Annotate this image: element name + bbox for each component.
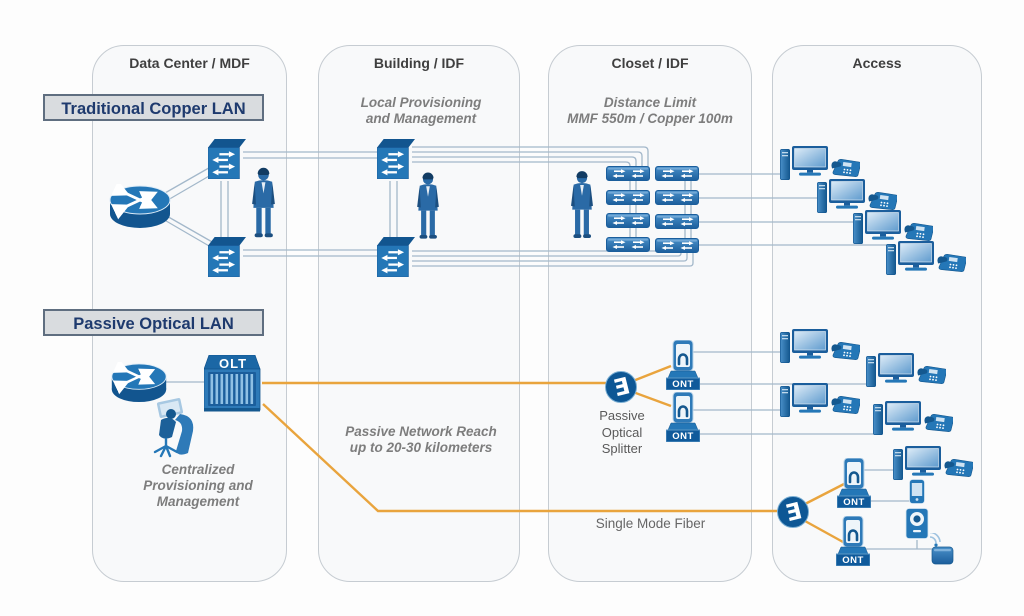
optical-splitter-icon: [777, 496, 809, 528]
annotation-splitter: Passive Optical Splitter: [599, 408, 645, 456]
workstation-icon: [780, 146, 860, 180]
ip-camera-icon: [905, 508, 929, 539]
workstation-icon: [817, 179, 897, 213]
mobile-phone-icon: [909, 479, 925, 504]
zone-closet-idf: [548, 45, 752, 582]
zone-header-building: Building / IDF: [373, 55, 465, 71]
annotation-single-mode-fiber: Single Mode Fiber: [595, 516, 706, 531]
ont-text-label: ONT: [843, 497, 865, 508]
ont-text-label: ONT: [672, 431, 694, 442]
ont-text-label: ONT: [672, 379, 694, 390]
section-label-copper: Traditional Copper LAN: [43, 94, 264, 121]
router-icon: [110, 186, 170, 228]
person-icon: [252, 167, 275, 238]
workstation-icon: [866, 353, 946, 387]
olt-text-label: OLT: [218, 356, 248, 371]
annotation-local-provisioning: Local Provisioning and Management: [360, 95, 482, 126]
workstation-icon: [886, 241, 966, 275]
annotation-centralized: Centralized Provisioning and Management: [143, 462, 253, 509]
section-label-optical: Passive Optical LAN: [43, 309, 264, 336]
zone-header-access: Access: [852, 55, 902, 71]
switch-icon: [377, 237, 415, 277]
ont-text-label: ONT: [842, 555, 864, 566]
workstation-icon: [780, 383, 860, 417]
fiber-links: [262, 364, 845, 544]
admin-at-desk-icon: [153, 398, 195, 458]
zone-access: [772, 45, 982, 582]
zone-header-closet: Closet / IDF: [611, 55, 689, 71]
annotation-distance-limit: Distance Limit MMF 550m / Copper 100m: [567, 95, 733, 126]
switch-icon: [208, 139, 246, 179]
zone-building-idf: [318, 45, 520, 582]
copper-links: [157, 146, 932, 550]
workstation-icon: [893, 446, 973, 480]
workstation-icon: [853, 210, 933, 244]
zone-header-datacenter: Data Center / MDF: [129, 55, 250, 71]
router-icon: [112, 364, 166, 402]
person-icon: [417, 172, 439, 239]
switch-icon: [208, 237, 246, 277]
workstation-icon: [873, 401, 953, 435]
switch-icon: [377, 139, 415, 179]
person-icon: [571, 171, 593, 238]
workstation-icon: [780, 329, 860, 363]
annotation-passive-reach: Passive Network Reach up to 20-30 kilome…: [345, 424, 497, 455]
wireless-ap-icon: [929, 533, 954, 565]
optical-splitter-icon: [605, 371, 637, 403]
